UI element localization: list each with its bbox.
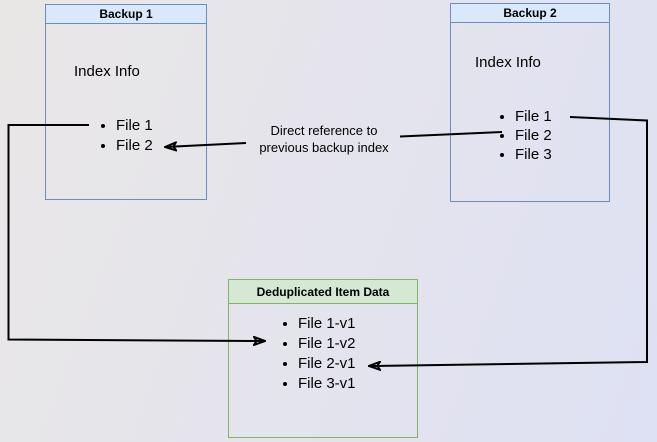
backup2-file-item: File 1 — [515, 107, 552, 126]
backup1-title: Backup 1 — [46, 5, 206, 24]
dedup-box: Deduplicated Item Data File 1-v1 File 1-… — [228, 279, 418, 438]
backup1-file-list: File 1 File 2 — [100, 116, 153, 156]
backup2-file-list: File 1 File 2 File 3 — [499, 107, 552, 164]
direct-reference-label-line2: previous backup index — [259, 139, 389, 155]
backup2-title: Backup 2 — [451, 4, 609, 23]
backup2-box: Backup 2 Index Info File 1 File 2 File 3 — [450, 3, 610, 202]
direct-reference-label-line1: Direct reference to — [270, 123, 378, 138]
backup1-file-item: File 1 — [116, 116, 153, 136]
backup1-box: Backup 1 Index Info File 1 File 2 — [45, 4, 207, 200]
dedup-item: File 2-v1 — [298, 354, 356, 374]
dedup-item: File 3-v1 — [298, 374, 356, 394]
dedup-item-list: File 1-v1 File 1-v2 File 2-v1 File 3-v1 — [282, 314, 356, 394]
dedup-title: Deduplicated Item Data — [229, 280, 417, 304]
backup1-file-item: File 2 — [116, 136, 153, 156]
direct-reference-label: Direct reference to previous backup inde… — [243, 123, 405, 156]
backup2-index-info-label: Index Info — [475, 54, 541, 71]
dedup-item: File 1-v1 — [298, 314, 356, 334]
backup2-file-item: File 3 — [515, 145, 552, 164]
backup1-index-info-label: Index Info — [74, 63, 140, 80]
backup2-file-item: File 2 — [515, 126, 552, 145]
dedup-item: File 1-v2 — [298, 334, 356, 354]
